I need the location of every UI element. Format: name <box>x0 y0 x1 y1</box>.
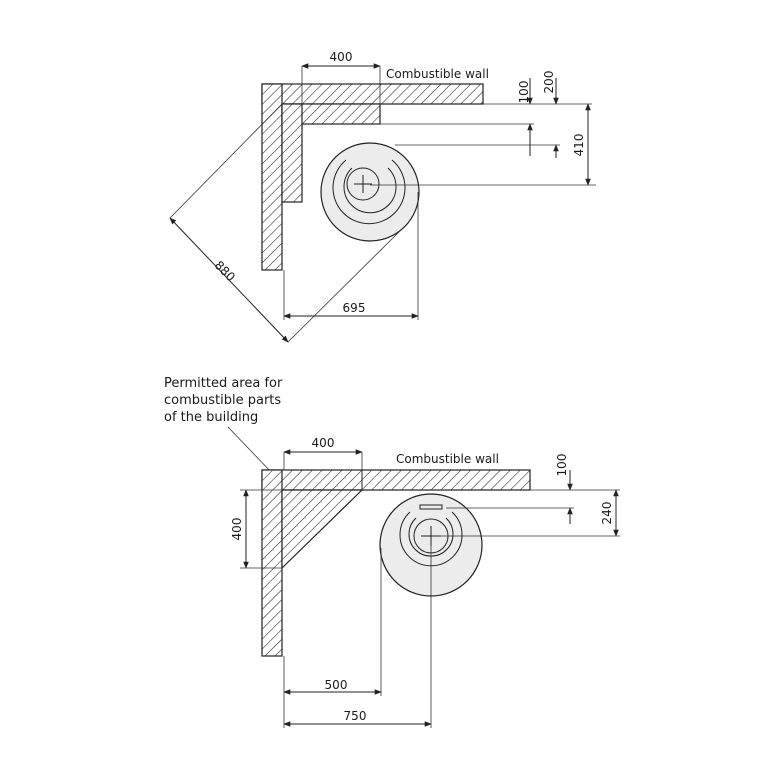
bottom-note-line-1: Permitted area for <box>164 376 283 391</box>
top-dim-400: 400 <box>330 50 353 64</box>
top-dim-880: 880 <box>212 258 238 284</box>
top-wall-label: Combustible wall <box>386 67 489 81</box>
top-stove-flue <box>346 167 380 201</box>
bottom-wall-label: Combustible wall <box>396 452 499 466</box>
top-stove-inner-ring <box>332 159 406 225</box>
bottom-diagram: Permitted area for combustible parts of … <box>164 376 620 728</box>
top-dim-695: 695 <box>343 301 366 315</box>
bottom-dim-400-top: 400 <box>312 436 335 450</box>
top-dim-200: 200 <box>542 71 556 94</box>
top-diagram: 400 Combustible wall 100 200 410 880 695 <box>169 50 596 343</box>
top-wall-vertical <box>261 83 283 271</box>
bottom-dim-240: 240 <box>600 502 614 525</box>
bottom-note-line-2: combustible parts <box>164 393 281 408</box>
bottom-permitted-area <box>281 489 364 570</box>
bottom-wall-vertical <box>261 469 283 657</box>
bottom-note-line-3: of the building <box>164 410 258 425</box>
bottom-dim-750: 750 <box>344 709 367 723</box>
bottom-dim-100: 100 <box>555 454 569 477</box>
top-dim-100: 100 <box>517 81 531 104</box>
bottom-dim-500: 500 <box>325 678 348 692</box>
top-wall-horizontal <box>261 83 484 105</box>
top-stove-body <box>320 142 420 242</box>
bottom-wall-horizontal <box>261 469 531 491</box>
top-dim-410: 410 <box>572 134 586 157</box>
top-stove <box>320 142 420 242</box>
bottom-dim-400-left: 400 <box>230 518 244 541</box>
top-protection-plate-vertical <box>281 103 303 203</box>
